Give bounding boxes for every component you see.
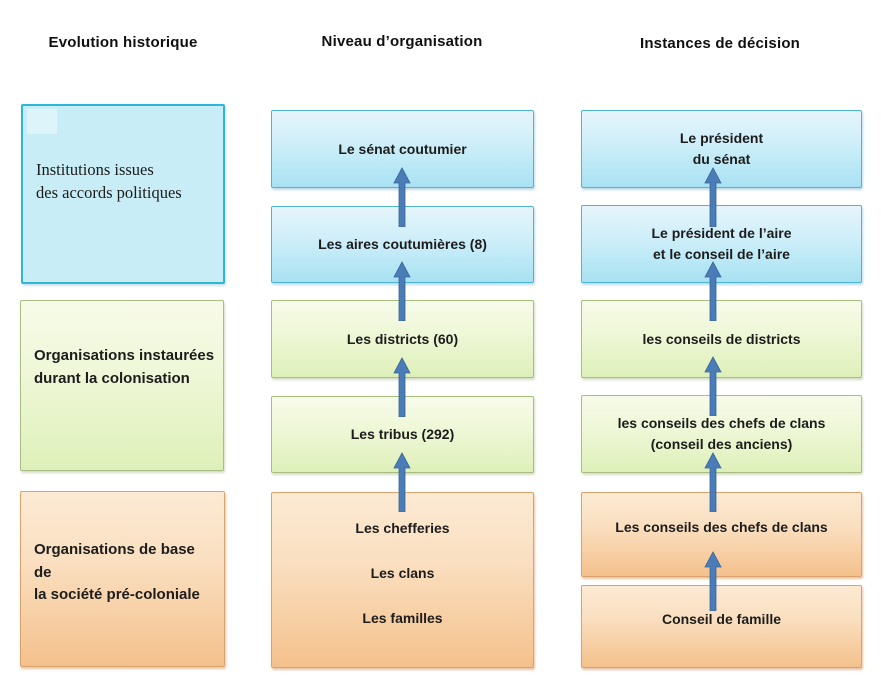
up-arrow-icon: [704, 551, 722, 611]
level-label-chefferies: Les chefferies: [355, 520, 450, 536]
decision-label: Le président de l’aire et le conseil de …: [651, 225, 792, 262]
up-arrow-icon: [393, 357, 411, 417]
column-header-evolution: Evolution historique: [48, 34, 198, 51]
decision-box-president-senat: Le président du sénat: [581, 110, 862, 188]
decision-label: Le président du sénat: [679, 130, 764, 167]
decision-box-conseils-districts: les conseils de districts: [581, 300, 862, 378]
up-arrow-icon: [704, 261, 722, 321]
level-box-base-sociale: Les chefferies Les clans Les familles: [271, 492, 534, 668]
decision-box-president-aire: Le président de l’aire et le conseil de …: [581, 205, 862, 283]
decision-label: les conseils de districts: [642, 330, 801, 347]
level-label: Les districts (60): [346, 330, 459, 347]
era-box-colonisation: Organisations instaurées durant la colon…: [20, 300, 224, 471]
decision-label: Les conseils des chefs de clans: [615, 519, 828, 535]
era-box-accords-politiques: Institutions issues des accords politiqu…: [21, 104, 225, 284]
level-label: Les tribus (292): [350, 426, 455, 442]
highlight-patch: [27, 109, 57, 134]
era-label: Organisations instaurées durant la colon…: [34, 347, 215, 387]
column-header-decision: Instances de décision: [639, 35, 801, 52]
up-arrow-icon: [393, 452, 411, 512]
column-header-organisation: Niveau d’organisation: [321, 33, 483, 50]
era-box-pre-coloniale: Organisations de base de la société pré-…: [20, 491, 225, 667]
era-label: Institutions issues des accords politiqu…: [36, 160, 182, 203]
decision-label: les conseils des chefs de clans (conseil…: [617, 415, 826, 452]
level-label: Le sénat coutumier: [338, 140, 467, 157]
decision-box-conseils-anciens: les conseils des chefs de clans (conseil…: [581, 395, 862, 473]
up-arrow-icon: [704, 356, 722, 416]
decision-box-conseils-chefs-clans: Les conseils des chefs de clans: [581, 492, 862, 577]
up-arrow-icon: [704, 452, 722, 512]
up-arrow-icon: [393, 261, 411, 321]
level-label-familles: Les familles: [362, 610, 443, 626]
decision-label: Conseil de famille: [661, 611, 782, 627]
up-arrow-icon: [704, 167, 722, 227]
up-arrow-icon: [393, 167, 411, 227]
level-label: Les aires coutumières (8): [318, 236, 487, 252]
level-label-clans: Les clans: [370, 565, 435, 581]
decision-box-conseil-famille: Conseil de famille: [581, 585, 862, 668]
era-label: Organisations de base de la société pré-…: [34, 541, 200, 603]
